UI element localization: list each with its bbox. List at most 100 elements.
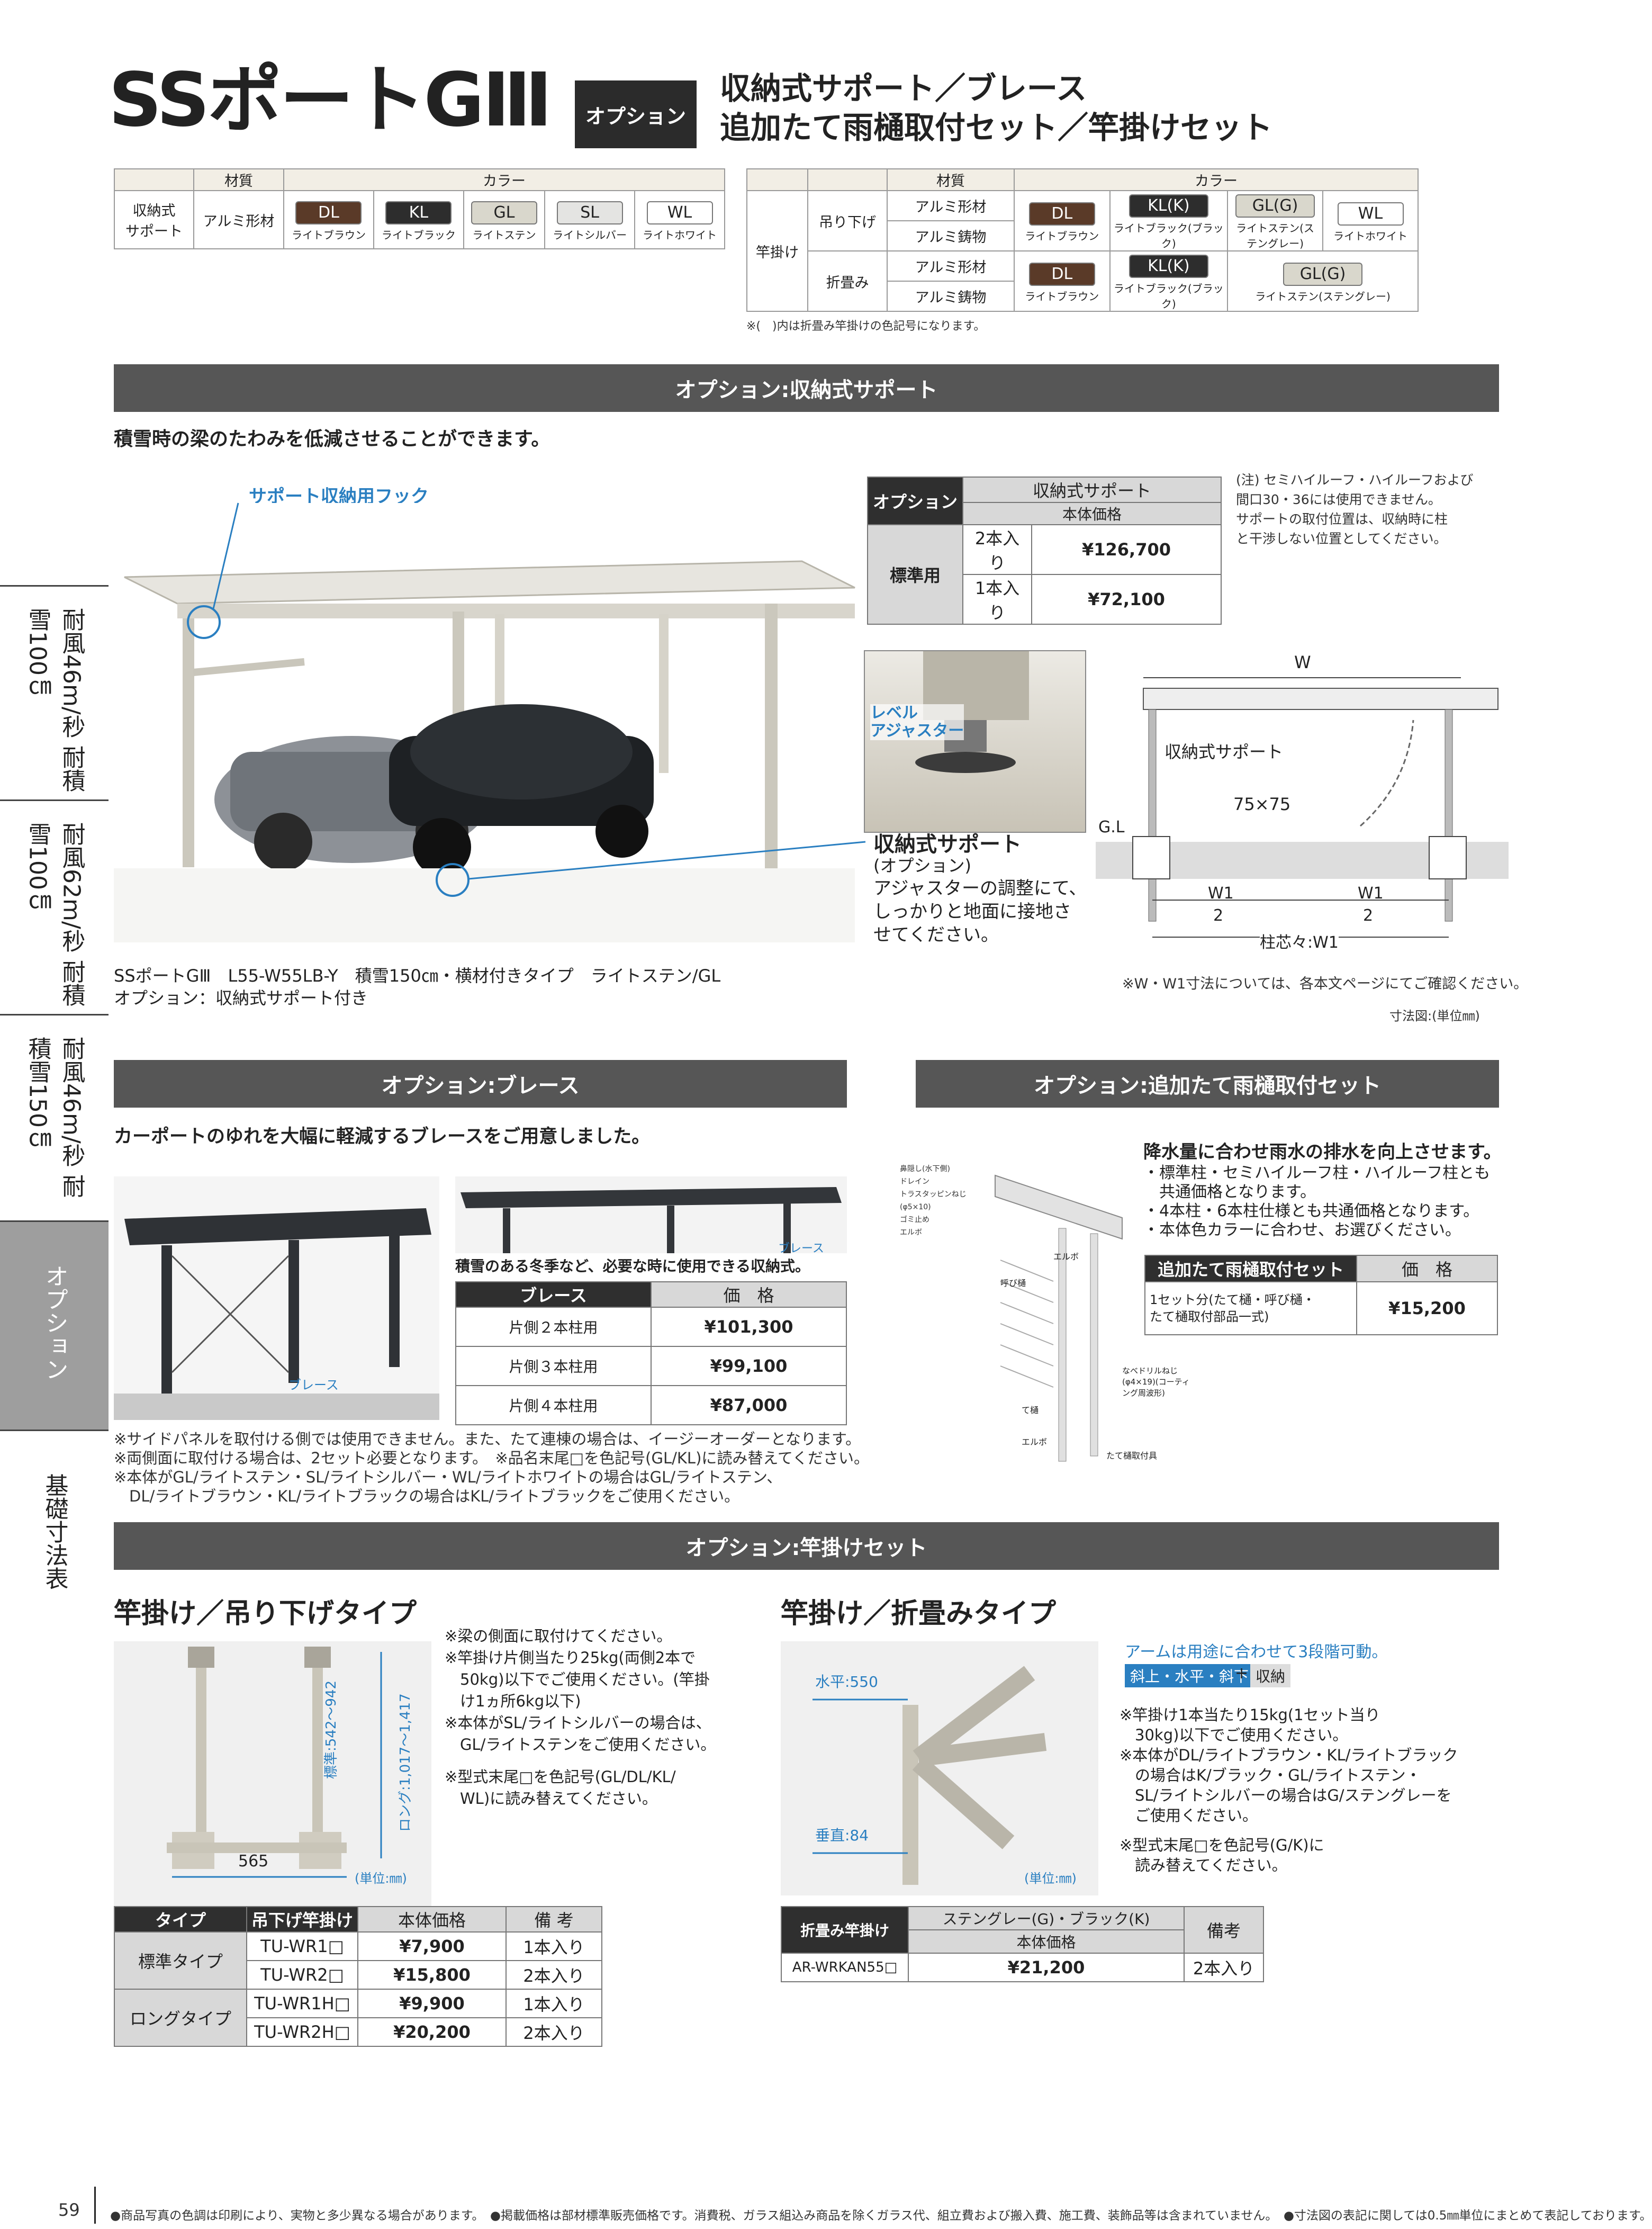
dim-w1-b: W1 — [1358, 884, 1384, 903]
gutter-lead: 降水量に合わせ雨水の排水を向上させます。 — [1143, 1142, 1502, 1163]
hanging-note: 50kg)以下でご使用ください。(竿掛 — [445, 1670, 710, 1688]
brace-price-table: ブレース価 格 片側２本柱用¥101,300 片側３本柱用¥99,100 片側４… — [455, 1281, 847, 1425]
swatch-r-kl-name: ライトブラック(ブラック) — [1113, 222, 1224, 250]
hanging-unit: (単位:㎜) — [355, 1871, 407, 1886]
page-title: SSポートGⅢ — [109, 57, 553, 143]
subtitle-line-2: 追加たて雨樋取付セット／竿掛けセット — [720, 110, 1273, 146]
dim-pitch: 柱芯々:W1 — [1260, 929, 1339, 952]
folding-note: ※本体がDL/ライトブラウン・KL/ライトブラック — [1120, 1746, 1458, 1764]
brace-label-1: ブレース — [288, 1378, 339, 1392]
side-tab-46-100[interactable]: 耐風46m/秒 耐積雪100㎝ — [0, 585, 109, 797]
support-title: 収納式サポート — [873, 832, 1022, 857]
brace-row-price: ¥99,100 — [651, 1346, 847, 1386]
folding-diagram — [781, 1641, 1098, 1895]
mat-cell: アルミ鋳物 — [887, 281, 1015, 312]
gutter-label: トラスタッピンねじ(φ5×10) — [900, 1190, 967, 1211]
gutter-label: 鼻隠し(水下側) — [900, 1165, 950, 1173]
note-cell: 2本入り — [505, 2017, 602, 2047]
folding-note: 読み替えてください。 — [1120, 1856, 1287, 1874]
section-bar-pole: オプション:竿掛けセット — [114, 1522, 1499, 1570]
footer-notes: ●商品写真の色調は印刷により、実物と多少異なる場合があります。 ●掲載価格は部材… — [110, 2209, 1652, 2223]
th-brace-price: 価 格 — [651, 1281, 847, 1308]
gutter-label: たて樋取付具 — [1106, 1451, 1158, 1461]
price-2: ¥126,700 — [1031, 524, 1222, 575]
folding-unit: (単位:㎜) — [1024, 1871, 1077, 1886]
folding-title: 竿掛け／折畳みタイプ — [781, 1598, 1057, 1630]
gutter-bullet: 共通価格となります。 — [1143, 1183, 1316, 1201]
note-cell: 1本入り — [505, 1931, 602, 1961]
row-label-support: 収納式 サポート — [114, 190, 194, 249]
th-model: 吊下げ竿掛け — [246, 1906, 358, 1933]
th-folding-color: ステングレー(G)・ブラック(K) — [908, 1906, 1185, 1930]
brace-photo-2 — [455, 1176, 847, 1253]
dim-w1-a: W1 — [1208, 884, 1234, 903]
type-hanging: 吊り下げ — [807, 190, 888, 251]
gutter-label: エルボ — [900, 1228, 922, 1237]
hanging-width: 565 — [238, 1852, 269, 1871]
gutter-price-table: 追加たて雨樋取付セット価 格 1セット分(たて樋・呼び樋・ たて樋取付部品一式)… — [1144, 1255, 1498, 1335]
col-color-r: カラー — [1014, 168, 1419, 191]
folding-note: 30kg)以下でご使用ください。 — [1120, 1726, 1348, 1744]
folding-note-cell: 2本入り — [1184, 1953, 1264, 1982]
support-price-table: オプション 収納式サポート 本体価格 標準用 2本入り ¥126,700 1本入… — [867, 477, 1222, 625]
dim-w: W — [1294, 652, 1311, 672]
mat-cell: アルミ形材 — [887, 250, 1015, 282]
folding-vertical: 垂直:84 — [815, 1827, 869, 1844]
side-tab-62-100[interactable]: 耐風62m/秒 耐積雪100㎝ — [0, 799, 109, 1011]
model-cell: TU-WR1H□ — [246, 1989, 358, 2018]
swatch-f-dl: DL — [1028, 262, 1095, 286]
hanging-note: WL)に読み替えてください。 — [445, 1790, 657, 1808]
folding-note: SL/ライトシルバーの場合はG/ステングレーを — [1120, 1786, 1452, 1804]
type-standard: 標準タイプ — [114, 1931, 247, 1990]
hanging-notes: ※梁の側面に取付けてください。 ※竿掛け片側当たり25kg(両側2本で 50kg… — [445, 1625, 716, 1810]
th-type: タイプ — [114, 1906, 247, 1933]
dim-size: 75×75 — [1233, 794, 1291, 814]
note-cell: 2本入り — [505, 1960, 602, 1990]
gutter-diagram — [900, 1154, 1133, 1462]
gutter-bullet: ・本体色カラーに合わせ、お選びください。 — [1143, 1221, 1461, 1239]
side-tab-46-150[interactable]: 耐風46m/秒 耐積雪150㎝ — [0, 1014, 109, 1220]
dim-note: ※W・W1寸法については、各本文ページにてご確認ください。 — [1122, 976, 1528, 992]
brace-photo-1 — [114, 1176, 439, 1420]
section-bar-brace: オプション:ブレース — [114, 1060, 847, 1108]
brace-row-label: 片側４本柱用 — [455, 1385, 652, 1425]
gutter-bullet: ・標準柱・セミハイルーフ柱・ハイルーフ柱とも — [1143, 1164, 1491, 1182]
swatch-r-gl: GL(G) — [1235, 194, 1315, 218]
folding-tag-store: 収納 — [1250, 1664, 1291, 1687]
folding-price: ¥21,200 — [908, 1953, 1185, 1982]
side-tab-foundation[interactable]: 基礎寸法表 — [0, 1430, 109, 1636]
price-cell: ¥20,200 — [357, 2017, 507, 2047]
th-price: 本体価格 — [357, 1906, 507, 1933]
swatch-f-gl: GL(G) — [1283, 262, 1362, 286]
brace-lead: カーポートのゆれを大幅に軽減するブレースをご用意しました。 — [114, 1126, 651, 1147]
folding-note: の場合はK/ブラック・GL/ライトステン・ — [1120, 1766, 1421, 1784]
mat-cell: アルミ形材 — [887, 190, 1015, 221]
mat-cell: アルミ鋳物 — [887, 220, 1015, 251]
qty-1: 1本入り — [962, 574, 1032, 625]
gutter-label: 呼び樋 — [1000, 1278, 1026, 1288]
swatch-f-kl-name: ライトブラック(ブラック) — [1113, 282, 1224, 310]
swatch-f-gl-name: ライトステン(ステングレー) — [1255, 290, 1391, 303]
brace-row-label: 片側３本柱用 — [455, 1346, 652, 1386]
support-lead: 積雪時の梁のたわみを低減させることができます。 — [114, 428, 550, 450]
swatch-r-gl-name: ライトステン(ステングレー) — [1236, 222, 1314, 250]
hanging-note: GL/ライトステンをご使用ください。 — [445, 1736, 716, 1754]
swatch-f-kl: KL(K) — [1129, 255, 1208, 278]
material-cell: アルミ形材 — [193, 190, 284, 249]
side-tab-option[interactable]: オプション — [0, 1220, 109, 1430]
support-dimension-diagram — [1096, 677, 1509, 938]
brace-note: ※両側面に取付ける場合は、2セット必要となります。 ※品名末尾□を色記号(GL/… — [114, 1449, 870, 1467]
swatch-f-dl-name: ライトブラウン — [1025, 290, 1099, 303]
folding-lead: アームは用途に合わせて3段階可動。 — [1125, 1643, 1388, 1661]
col-color: カラー — [283, 168, 725, 191]
dim-two-a: 2 — [1213, 906, 1224, 925]
model-cell: TU-WR2□ — [246, 1960, 358, 1990]
folding-note: ※竿掛け1本当たり15kg(1セット当り — [1120, 1706, 1380, 1724]
brace-row-price: ¥101,300 — [651, 1307, 847, 1347]
qty-2: 2本入り — [962, 524, 1032, 575]
gutter-label: ゴミ止め — [900, 1216, 929, 1224]
gutter-labels-left: 鼻隠し(水下側) ドレイン トラスタッピンねじ(φ5×10) ゴミ止め エルボ — [900, 1163, 979, 1239]
